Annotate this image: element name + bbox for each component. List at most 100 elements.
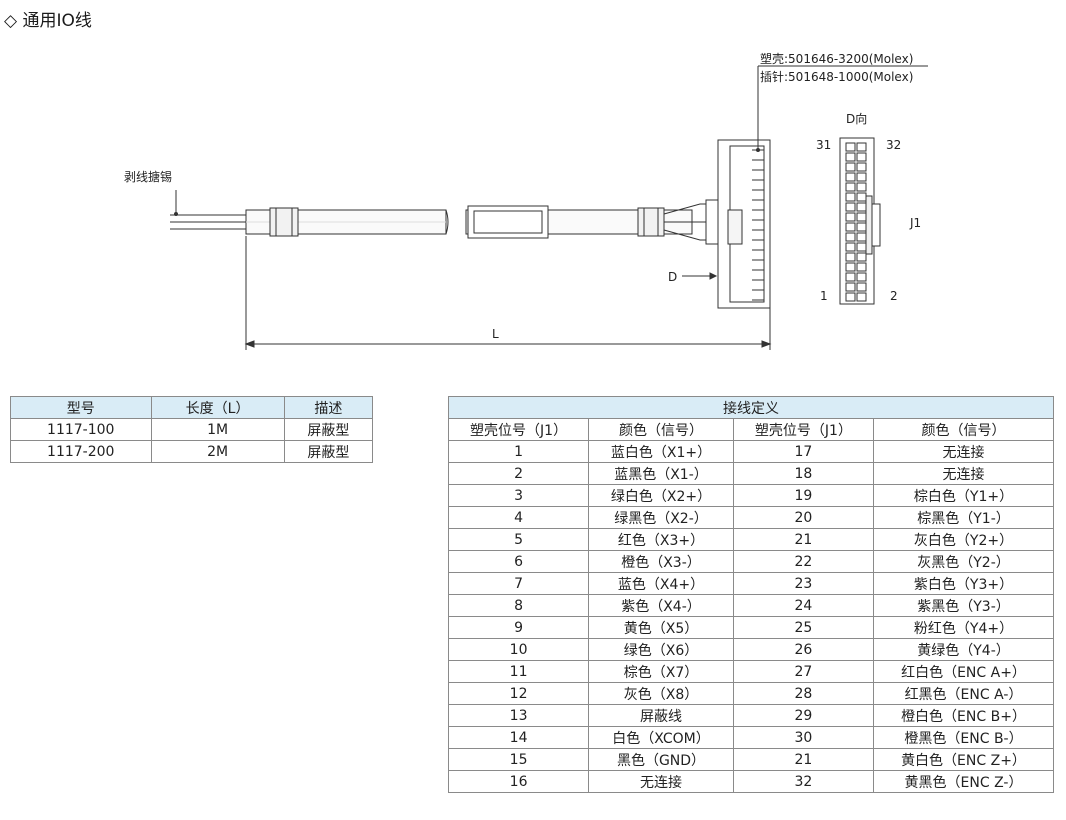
pin-cell: 23 [732,572,875,595]
color-cell: 红白色（ENC A+） [873,660,1054,683]
pin-1-label: 1 [820,289,828,303]
model-header: 型号 [10,396,152,419]
color-cell: 粉红色（Y4+） [873,616,1054,639]
pin-cell: 17 [732,440,875,463]
heat-shrink [637,207,665,237]
color-cell: 绿色（X6） [588,638,734,661]
color-cell: 绿白色（X2+） [588,484,734,507]
table-row: 1117-100 1M 屏蔽型 [10,418,374,441]
model-cell: 1117-100 [10,418,152,441]
pin-cell: 30 [732,726,875,749]
color-cell: 屏蔽线 [588,704,734,727]
color-cell: 红黑色（ENC A-） [873,682,1054,705]
pin-cell: 6 [447,550,590,573]
color-header: 颜色（信号） [873,418,1054,441]
pin-cell: 18 [732,462,875,485]
housing-label: 塑壳:501646-3200(Molex) [760,51,913,66]
color-cell: 无连接 [873,462,1054,485]
color-cell: 紫色（X4-） [588,594,734,617]
color-cell: 紫白色（Y3+） [873,572,1054,595]
color-cell: 蓝黑色（X1-） [588,462,734,485]
pin-cell: 8 [447,594,590,617]
pin-cell: 22 [732,550,875,573]
view-label: D向 [846,111,867,126]
color-cell: 黄绿色（Y4-） [873,638,1054,661]
color-header: 颜色（信号） [588,418,734,441]
color-cell: 黄色（X5） [588,616,734,639]
color-cell: 绿黑色（X2-） [588,506,734,529]
pin-cell: 14 [447,726,590,749]
position-header: 塑壳位号（J1） [447,418,590,441]
pin-32-label: 32 [886,138,901,152]
wiring-caption: 接线定义 [448,396,1054,419]
pin-cell: 1 [447,440,590,463]
pin-cell: 24 [732,594,875,617]
pin-cell: 11 [447,660,590,683]
color-cell: 黄白色（ENC Z+） [873,748,1054,771]
table-row: 1117-200 2M 屏蔽型 [10,440,374,463]
strip-label: 剥线搪锡 [124,169,172,184]
color-cell: 棕黑色（Y1-） [873,506,1054,529]
pin-cell: 32 [732,770,875,793]
pin-cell: 21 [732,528,875,551]
page-title: ◇ 通用IO线 [4,11,92,31]
color-cell: 紫黑色（Y3-） [873,594,1054,617]
pin-cell: 28 [732,682,875,705]
pin-cell: 16 [447,770,590,793]
model-table: 型号 长度（L） 描述 1117-100 1M 屏蔽型 1117-200 2M … [10,396,374,463]
color-cell: 无连接 [873,440,1054,463]
d-label: D [668,270,677,284]
pin-cell: 4 [447,506,590,529]
color-cell: 橙色（X3-） [588,550,734,573]
color-cell: 灰色（X8） [588,682,734,705]
pin-cell: 5 [447,528,590,551]
pin-cell: 20 [732,506,875,529]
pin-cell: 15 [447,748,590,771]
pin-cell: 19 [732,484,875,507]
color-cell: 黄黑色（ENC Z-） [873,770,1054,793]
pin-cell: 29 [732,704,875,727]
color-cell: 灰白色（Y2+） [873,528,1054,551]
color-cell: 橙黑色（ENC B-） [873,726,1054,749]
description-cell: 屏蔽型 [283,418,374,441]
color-cell: 棕色（X7） [588,660,734,683]
color-cell: 无连接 [588,770,734,793]
pin-cell: 12 [447,682,590,705]
pin-cell: 25 [732,616,875,639]
color-cell: 黑色（GND） [588,748,734,771]
description-cell: 屏蔽型 [283,440,374,463]
color-cell: 灰黑色（Y2-） [873,550,1054,573]
color-cell: 蓝白色（X1+） [588,440,734,463]
heat-shrink [269,207,299,237]
pin-cell: 9 [447,616,590,639]
description-header: 描述 [283,396,374,419]
pin-cell: 2 [447,462,590,485]
pin-2-label: 2 [890,289,898,303]
color-cell: 红色（X3+） [588,528,734,551]
color-cell: 蓝色（X4+） [588,572,734,595]
color-cell: 白色（XCOM） [588,726,734,749]
length-header: 长度（L） [150,396,285,419]
pin-grid [845,142,867,302]
connector-label: J1 [909,216,921,230]
pin-cell: 21 [732,748,875,771]
color-cell: 橙白色（ENC B+） [873,704,1054,727]
pin-cell: 7 [447,572,590,595]
color-cell: 棕白色（Y1+） [873,484,1054,507]
connector-pins [752,149,764,301]
pin-label: 插针:501648-1000(Molex) [760,69,913,84]
pin-31-label: 31 [816,138,831,152]
length-label: L [492,327,499,341]
